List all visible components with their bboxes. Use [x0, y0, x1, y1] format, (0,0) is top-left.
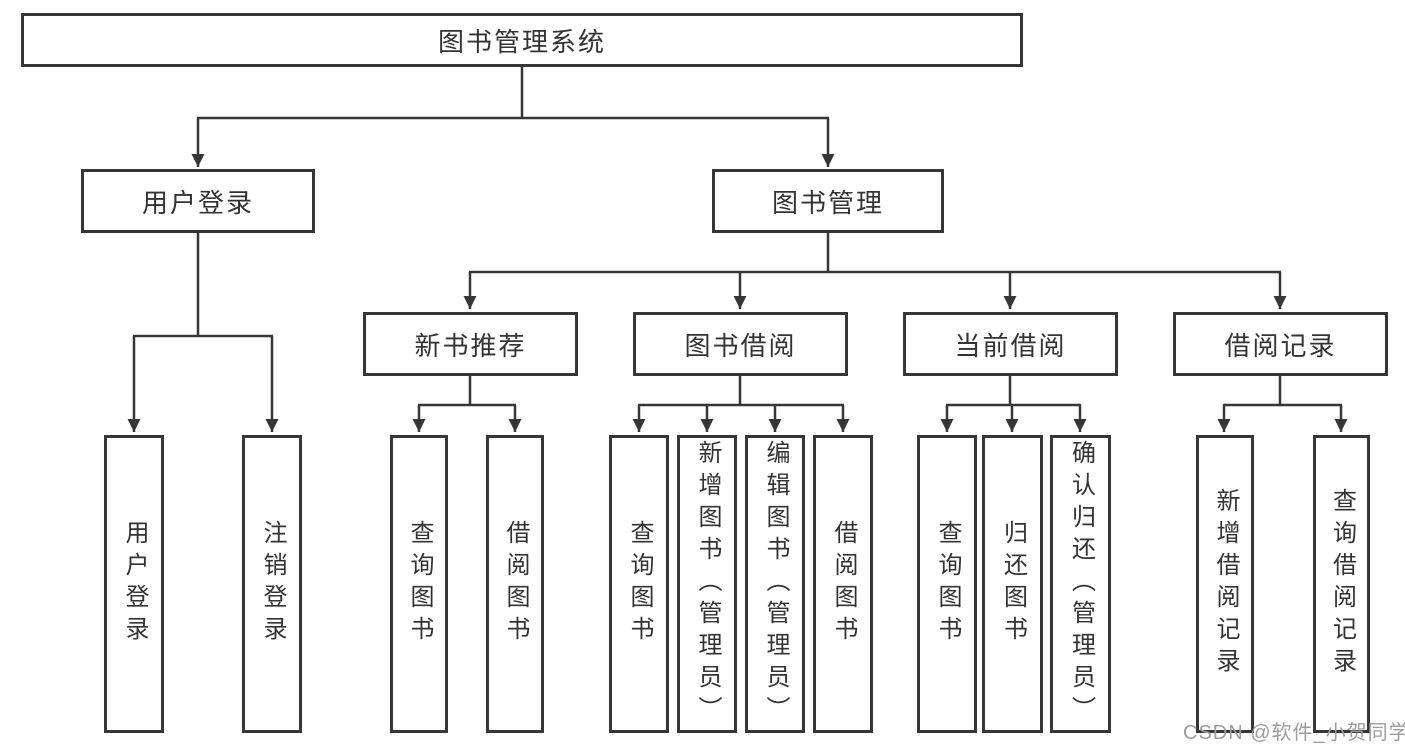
node-leaf-borrow-books-1-label: 借阅图书	[502, 520, 529, 648]
node-root: 图书管理系统	[21, 13, 1023, 67]
node-leaf-logout: 注销登录	[242, 435, 302, 733]
watermark-text: CSDN @软件_小贺同学	[1183, 722, 1405, 744]
node-leaf-query-books-1: 查询图书	[390, 435, 448, 733]
node-borrow-records-label: 借阅记录	[1224, 330, 1337, 361]
node-book-borrow: 图书借阅	[633, 312, 848, 376]
node-leaf-return-book: 归还图书	[982, 435, 1043, 733]
node-leaf-query-books-3-label: 查询图书	[934, 520, 961, 648]
node-leaf-edit-book-admin: 编辑图书（管理员）	[745, 435, 805, 733]
node-new-book-recommend-label: 新书推荐	[414, 330, 527, 361]
node-leaf-query-borrow-record: 查询借阅记录	[1313, 435, 1370, 733]
node-new-book-recommend: 新书推荐	[363, 312, 578, 376]
node-leaf-edit-book-admin-label: 编辑图书（管理员）	[762, 440, 789, 728]
node-leaf-borrow-books-2-label: 借阅图书	[830, 520, 857, 648]
node-leaf-query-books-2-label: 查询图书	[626, 520, 653, 648]
node-book-management: 图书管理	[712, 169, 944, 233]
node-leaf-add-book-admin-label: 新增图书（管理员）	[694, 440, 721, 728]
node-book-borrow-label: 图书借阅	[684, 330, 797, 361]
node-leaf-borrow-books-2: 借阅图书	[813, 435, 873, 733]
node-leaf-query-books-2: 查询图书	[609, 435, 669, 733]
node-borrow-records: 借阅记录	[1173, 312, 1388, 376]
node-leaf-logout-label: 注销登录	[259, 520, 286, 648]
node-user-login: 用户登录	[81, 169, 315, 233]
node-leaf-query-books-1-label: 查询图书	[406, 520, 433, 648]
node-leaf-return-book-label: 归还图书	[999, 520, 1027, 648]
node-current-borrow-label: 当前借阅	[954, 330, 1067, 361]
node-leaf-borrow-books-1: 借阅图书	[486, 435, 544, 733]
node-leaf-add-borrow-record: 新增借阅记录	[1196, 435, 1254, 733]
node-leaf-confirm-return-admin-label: 确认归还（管理员）	[1067, 440, 1095, 728]
node-current-borrow: 当前借阅	[903, 312, 1118, 376]
node-leaf-add-book-admin: 新增图书（管理员）	[677, 435, 737, 733]
node-leaf-query-books-3: 查询图书	[917, 435, 977, 733]
node-user-login-label: 用户登录	[141, 187, 254, 218]
node-leaf-user-login: 用户登录	[104, 435, 164, 733]
node-leaf-user-login-label: 用户登录	[121, 520, 148, 648]
node-leaf-query-borrow-record-label: 查询借阅记录	[1328, 488, 1356, 680]
node-leaf-confirm-return-admin: 确认归还（管理员）	[1050, 435, 1111, 733]
node-book-management-label: 图书管理	[771, 187, 884, 218]
node-leaf-add-borrow-record-label: 新增借阅记录	[1212, 488, 1239, 680]
node-root-label: 图书管理系统	[437, 26, 606, 57]
